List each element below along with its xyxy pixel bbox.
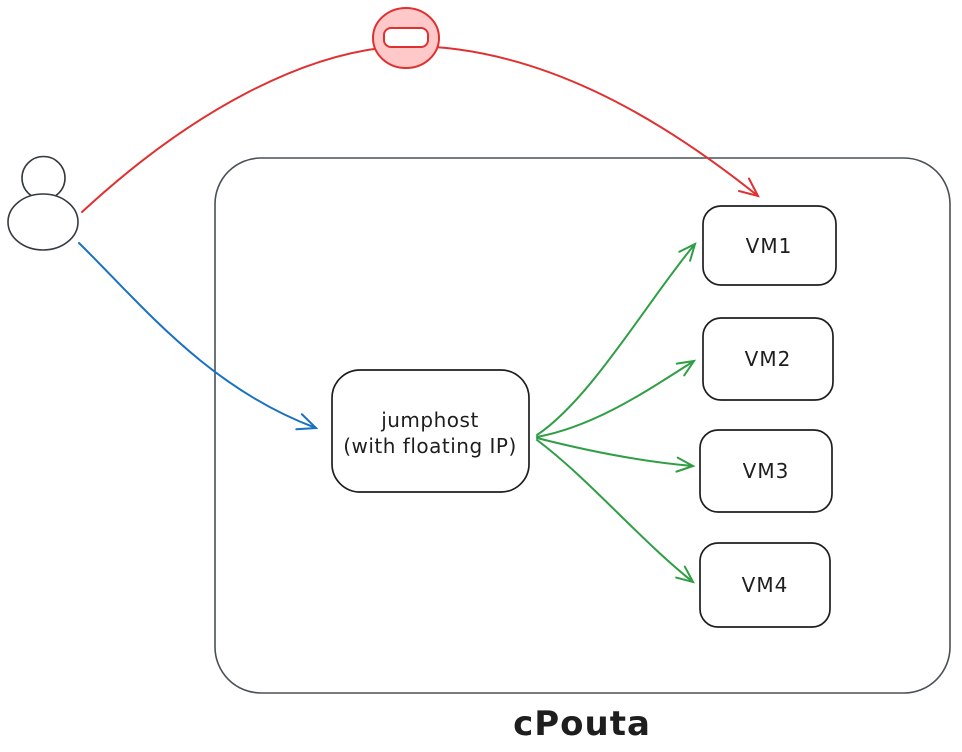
jumphost-label-line1: jumphost <box>380 408 479 432</box>
vm2-node: VM2 <box>702 317 834 401</box>
jumphost-to-vm4-arrow <box>536 439 695 584</box>
vm1-box <box>702 205 837 286</box>
jumphost-box <box>331 369 530 493</box>
jumphost-to-vm3-arrow <box>536 437 696 473</box>
vm1-label: VM1 <box>746 234 793 258</box>
no-entry-sign <box>372 7 440 69</box>
cpouta-label: cPouta <box>513 704 651 744</box>
jumphost-node: jumphost (with floating IP) <box>331 369 530 493</box>
vm4-label: VM4 <box>742 573 789 597</box>
vm3-box <box>699 429 833 513</box>
jumphost-to-vm2-arrow <box>536 359 697 438</box>
user-to-jumphost-arrow <box>78 242 319 431</box>
vm3-node: VM3 <box>699 429 833 513</box>
vm1-node: VM1 <box>702 205 837 286</box>
vm4-box <box>699 542 831 628</box>
no-entry-bar <box>383 27 429 48</box>
jumphost-label-line2: (with floating IP) <box>343 434 517 458</box>
vm2-box <box>702 317 834 401</box>
blocked-direct-access-arrow <box>81 44 760 213</box>
jumphost-to-vm1-arrow <box>536 242 697 436</box>
vm2-label: VM2 <box>745 347 792 371</box>
user-body <box>7 193 79 251</box>
user-head <box>21 155 66 201</box>
jumphost-to-vm-arrows <box>536 242 697 584</box>
cpouta-boundary-box <box>214 157 951 694</box>
vm4-node: VM4 <box>699 542 831 628</box>
user-figure <box>7 155 79 251</box>
vm3-label: VM3 <box>743 459 790 483</box>
